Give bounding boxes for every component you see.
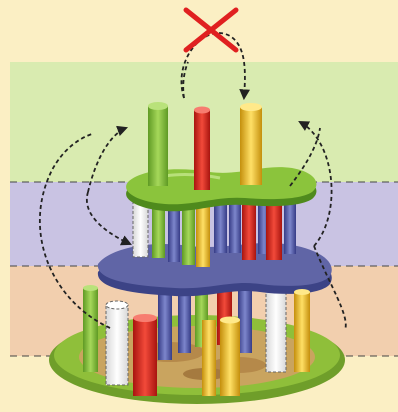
stick-white-outline[interactable]	[266, 282, 286, 372]
stick-yellow[interactable]	[240, 107, 262, 185]
stick-green[interactable]	[148, 106, 168, 186]
top-sticks	[148, 102, 262, 190]
stick-red[interactable]	[133, 318, 157, 396]
stick-yellow[interactable]	[220, 320, 240, 396]
stick-red[interactable]	[194, 110, 210, 190]
stick-yellow[interactable]	[202, 320, 216, 396]
stick-blue[interactable]	[229, 198, 241, 253]
stick-yellow[interactable]	[196, 205, 210, 267]
stick-green[interactable]	[83, 288, 98, 372]
stick-white-outline[interactable]	[106, 305, 128, 385]
stick-red[interactable]	[242, 198, 256, 260]
stick-yellow[interactable]	[294, 292, 310, 372]
stick-green[interactable]	[182, 205, 195, 265]
stick-red[interactable]	[266, 198, 282, 260]
